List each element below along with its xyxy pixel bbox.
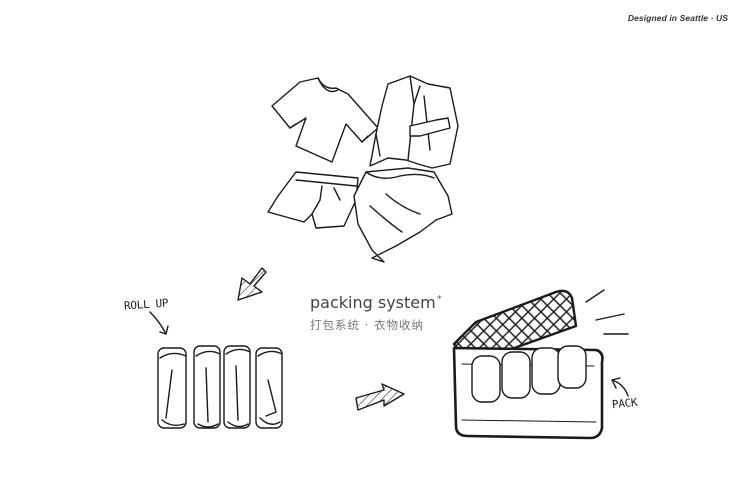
shorts-icon (267, 171, 359, 229)
pack-label: PACK (611, 395, 638, 412)
pack-pointer (611, 377, 629, 397)
title-text: packing system (310, 293, 436, 312)
arrow-down-left-icon (237, 267, 267, 301)
packing-cube-icon (452, 289, 629, 440)
jacket-icon (369, 75, 459, 169)
arrow-right-icon (355, 383, 405, 411)
cloth-icon (353, 167, 453, 263)
packing-system-subtitle: 打包系统 · 衣物收纳 (310, 318, 424, 332)
rolled-clothes-icon (157, 345, 283, 429)
packing-system-title: packing system* (310, 293, 442, 312)
roll-up-pointer (149, 311, 169, 335)
title-mark: * (436, 293, 442, 305)
designed-in-tagline: Designed in Seattle · US (627, 13, 728, 23)
t-shirt-icon (271, 77, 379, 163)
